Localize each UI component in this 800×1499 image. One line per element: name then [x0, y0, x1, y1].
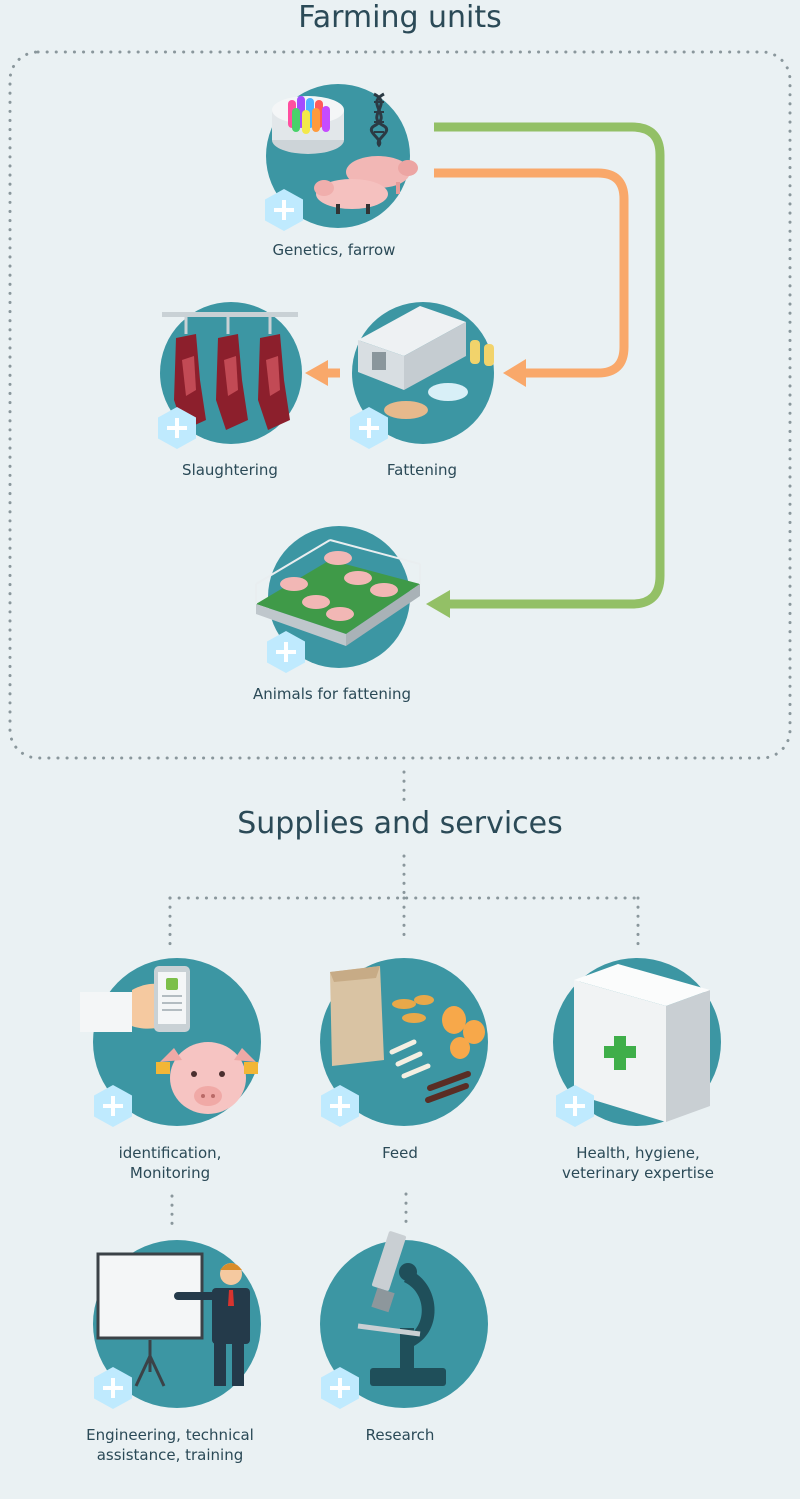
plus-icon[interactable] — [93, 1084, 133, 1128]
health-label: Health, hygiene, veterinary expertise — [562, 1144, 714, 1182]
pig-icon — [314, 156, 418, 214]
plus-icon[interactable] — [555, 1084, 595, 1128]
barn-icon — [358, 306, 494, 419]
dna-icon — [370, 92, 388, 148]
feed-bag-icon — [330, 966, 485, 1103]
supplies-services-title: Supplies and services — [237, 806, 563, 841]
green-flow-arrow — [434, 122, 665, 609]
first-aid-kit-icon — [574, 964, 710, 1122]
pen-icon — [255, 539, 421, 646]
engineering-label: Engineering, technical assistance, train… — [86, 1426, 254, 1464]
orange-flow-arrow — [434, 168, 629, 378]
animals-label: Animals for fattening — [252, 685, 412, 703]
carcass-icon — [162, 312, 298, 430]
plus-icon[interactable] — [264, 188, 304, 232]
farming-frame — [8, 50, 792, 760]
pig-face-icon — [156, 1042, 258, 1114]
feed-label: Feed — [382, 1144, 418, 1162]
farming-units-title: Farming units — [298, 0, 502, 35]
plus-icon[interactable] — [320, 1366, 360, 1410]
plus-icon[interactable] — [93, 1366, 133, 1410]
test-tube-rack-icon — [272, 96, 344, 154]
phone-icon — [132, 966, 190, 1032]
genetics-label: Genetics, farrow — [272, 241, 396, 259]
plus-icon[interactable] — [157, 406, 197, 450]
research-label: Research — [365, 1426, 435, 1444]
fattening-label: Fattening — [386, 461, 458, 479]
plus-icon[interactable] — [349, 406, 389, 450]
slaughtering-label: Slaughtering — [182, 461, 278, 479]
identification-label: identification, Monitoring — [118, 1144, 222, 1182]
plus-icon[interactable] — [266, 630, 306, 674]
plus-icon[interactable] — [320, 1084, 360, 1128]
